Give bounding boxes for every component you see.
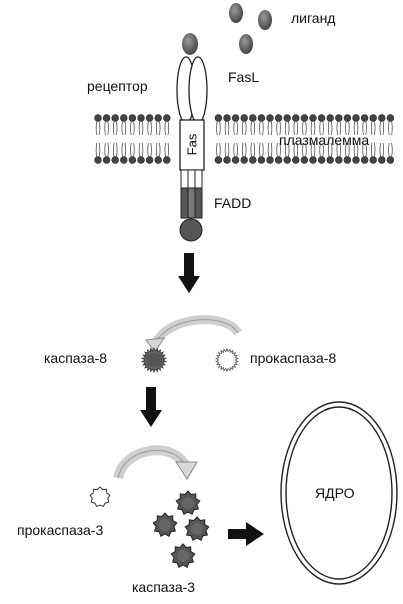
procaspase-3-molecule-icon [89, 486, 111, 508]
fadd-bar-left [180, 187, 189, 219]
fadd-bar-right [194, 187, 203, 219]
caspase-3-label: каспаза-3 [132, 579, 196, 595]
fadd-ball-icon [179, 218, 203, 242]
caspase-3-molecule-icon [152, 512, 178, 538]
procaspase-8-molecule-icon [215, 347, 239, 373]
caspase-3-molecules [152, 490, 210, 569]
receptor [176, 33, 208, 242]
receptor-tail-right [194, 169, 203, 189]
procaspase-8-label: прокаспаза-8 [250, 350, 337, 366]
right-arrow-icon [228, 522, 264, 546]
plasma-membrane [94, 114, 395, 164]
nucleus-label: ЯДРО [315, 485, 355, 501]
ligand-ellipse-icon [258, 10, 272, 30]
fas-label: Fas [184, 133, 200, 156]
procaspase-3-label: прокаспаза-3 [17, 522, 104, 538]
fadd-label: FADD [214, 195, 252, 211]
ligand-label: лиганд [291, 10, 336, 26]
fasl-label: FasL [228, 69, 260, 85]
plasmalemma-label: плазмалемма [279, 132, 370, 148]
receptor-head-icon [182, 33, 198, 55]
nucleus [280, 401, 398, 585]
ligand-ellipse-icon [239, 34, 253, 54]
caspase-3-molecule-icon [170, 543, 196, 569]
fas-box [179, 119, 205, 171]
ligand-ellipse-icon [229, 3, 243, 23]
caspase-8-label: каспаза-8 [44, 350, 108, 366]
caspase-3-molecule-icon [184, 516, 210, 542]
ligand-group [229, 3, 272, 54]
receptor-tail-mid [187, 169, 196, 189]
receptor-loop-right [188, 56, 208, 124]
down-arrow-icon [178, 253, 200, 293]
curved-arrow-icon [113, 445, 198, 480]
receptor-tail-left [180, 169, 189, 189]
receptor-label: рецептор [87, 78, 148, 94]
curved-arrow-icon [145, 315, 242, 353]
caspase-3-molecule-icon [175, 490, 201, 516]
caspase-8-molecule-icon [141, 346, 167, 374]
fadd-bar-mid [187, 187, 196, 219]
down-arrow-icon [140, 387, 162, 427]
